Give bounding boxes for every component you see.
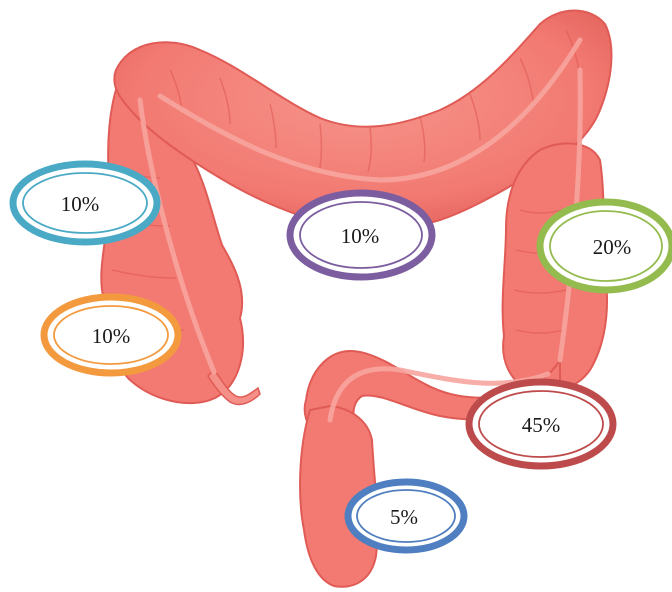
label-ascending-upper: 10%: [13, 164, 157, 242]
label-descending: 20%: [540, 202, 672, 290]
label-text: 45%: [522, 413, 561, 437]
label-rectum: 5%: [348, 482, 464, 550]
label-text: 20%: [593, 235, 632, 259]
label-transverse: 10%: [290, 193, 432, 277]
label-text: 10%: [341, 224, 380, 248]
label-text: 10%: [92, 324, 131, 348]
label-text: 10%: [61, 192, 100, 216]
label-cecum: 10%: [44, 297, 178, 373]
label-sigmoid: 45%: [469, 382, 613, 466]
label-text: 5%: [390, 505, 418, 529]
